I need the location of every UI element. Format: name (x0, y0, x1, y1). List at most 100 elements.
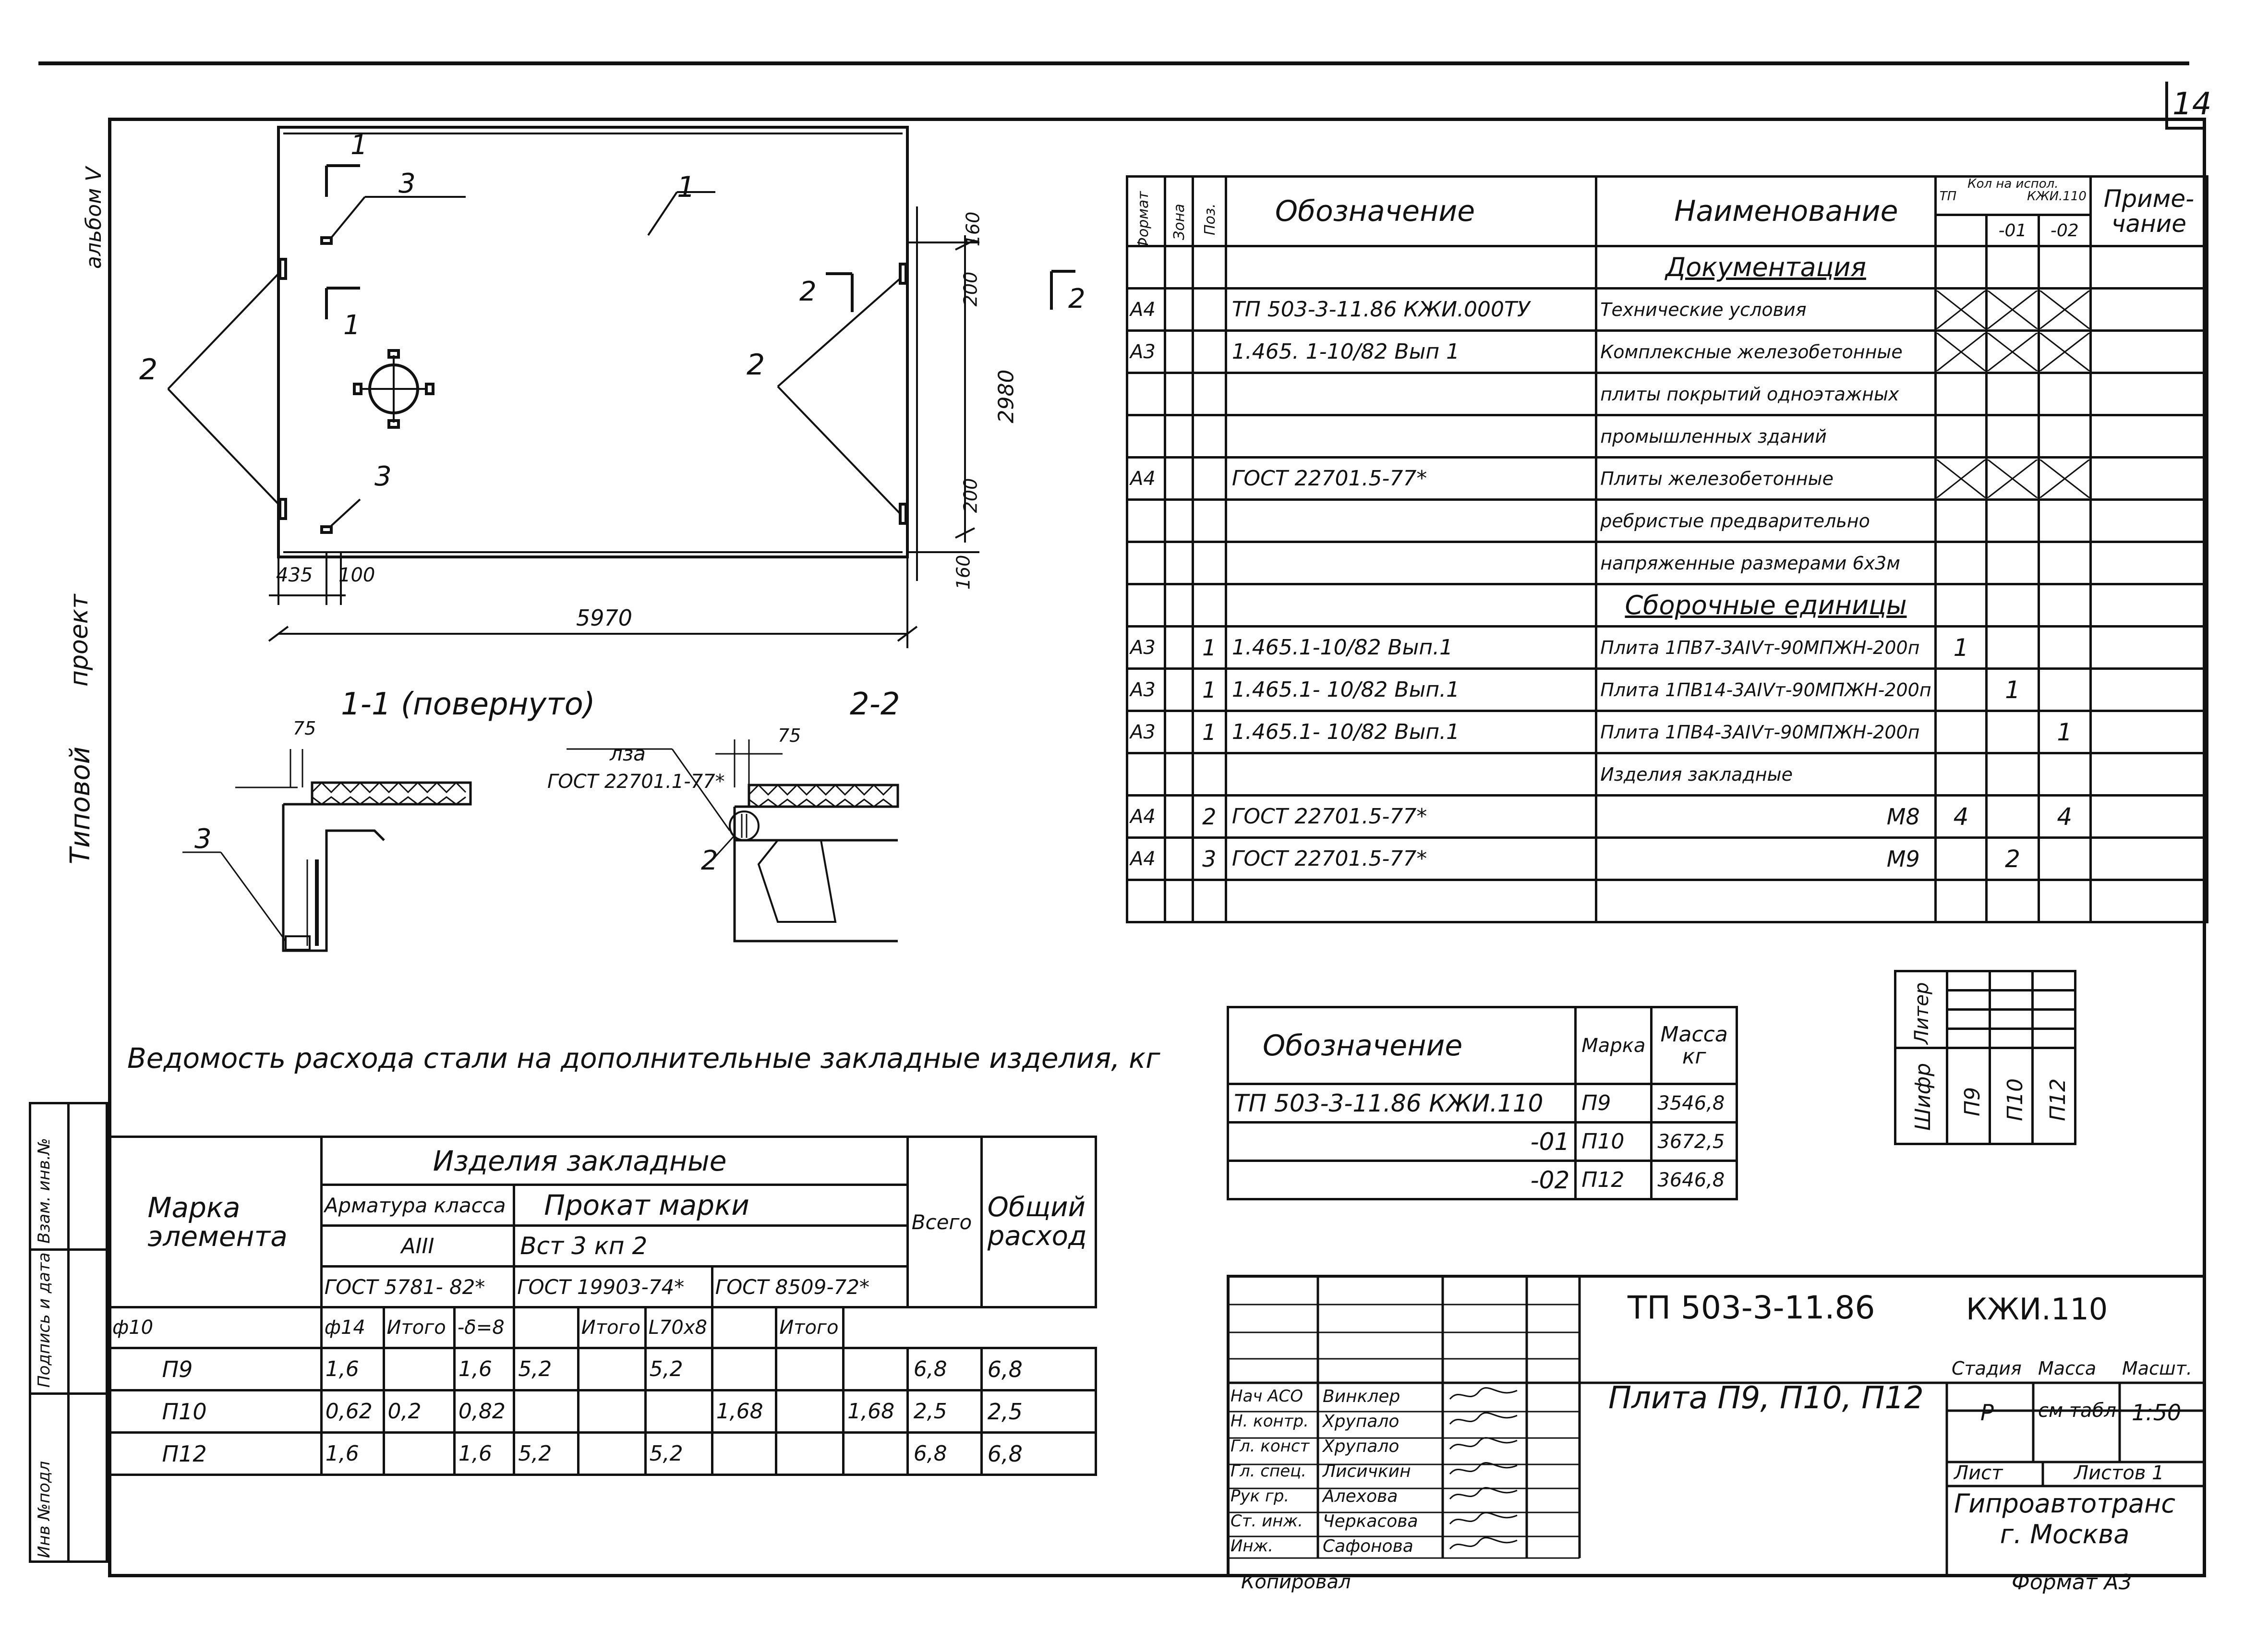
sheet-number: 14 (2172, 86, 2212, 122)
dim-200-top: 200 (960, 271, 981, 307)
section-22-title: 2-2 (850, 687, 900, 722)
spec-designation (1224, 372, 1598, 416)
spec-note (2089, 456, 2209, 501)
steel-value (775, 1347, 845, 1391)
title-person-name: Хрупало (1323, 1437, 1399, 1456)
callout-3-top: 3 (398, 168, 416, 199)
steel-value: 5,2 (513, 1431, 579, 1476)
spec-designation: 1.465.1- 10/82 Вып.1 (1224, 710, 1598, 754)
hdr-pos: Поз. (1191, 175, 1227, 247)
spec-note (2089, 245, 2209, 290)
steel-total: 2,5 (906, 1389, 983, 1434)
spec-zone (1164, 836, 1194, 881)
dim-75-b: 75 (778, 725, 801, 746)
mass-mark: П9 (1574, 1083, 1653, 1124)
section-mark-2-left: 2 (799, 276, 817, 307)
spec-name: Плиты железобетонные (1595, 456, 1937, 501)
steel-value: 0,82 (453, 1389, 516, 1434)
shifr-p12: П12 (2031, 1047, 2076, 1145)
title-person-role: Гл. конст (1231, 1437, 1310, 1456)
spec-qty2-cross (2037, 287, 2092, 332)
signature (1449, 1487, 1518, 1499)
title-person-role: Рук гр. (1231, 1487, 1290, 1506)
spec-note (2089, 752, 2209, 797)
section-mark-2-right: 2 (1068, 283, 1086, 314)
steel-hdr-rolled: Прокат марки (513, 1184, 909, 1227)
spec-designation: 1.465.1- 10/82 Вып.1 (1224, 667, 1598, 712)
side-stamp (29, 1102, 108, 1563)
spec-format (1125, 414, 1167, 459)
spec-row: А4 ГОСТ 22701.5-77*Плиты железобетонные (1125, 456, 2209, 501)
spec-pos (1191, 287, 1227, 332)
spec-qty2-cross (2037, 329, 2092, 374)
spec-name: Сборочные единицы (1595, 583, 1937, 628)
spec-qty-02 (2037, 667, 2092, 712)
spec-designation: ГОСТ 22701.5-77* (1224, 456, 1598, 501)
title-person-name: Сафонова (1323, 1536, 1413, 1556)
dim-160-top: 160 (962, 211, 984, 247)
spec-qty (1934, 710, 1988, 754)
steel-value (382, 1431, 456, 1476)
sheets-header: Листов 1 (2074, 1462, 2164, 1484)
dim-2980: 2980 (994, 369, 1019, 423)
spec-format (1125, 498, 1167, 543)
spec-qty-01 (1985, 498, 2040, 543)
spec-note (2089, 794, 2209, 839)
stage-header: Стадия (1952, 1358, 2022, 1379)
liter-label: Литер (1894, 970, 1949, 1049)
steel-value (577, 1389, 647, 1434)
spec-pos: 1 (1191, 667, 1227, 712)
spec-name: ребристые предварительно (1595, 498, 1937, 543)
spec-qty-02 (2037, 625, 2092, 670)
spec-pos: 1 (1191, 710, 1227, 754)
spec-qty (1934, 541, 1988, 585)
spec-format: А4 (1125, 456, 1167, 501)
spec-qty (1934, 836, 1988, 881)
dim-75-a: 75 (293, 718, 316, 739)
spec-qty1-cross (1985, 329, 2040, 374)
format-label: Формат А3 (2012, 1570, 2132, 1595)
steel-subheader: ф14 (320, 1306, 385, 1349)
side-stamp-inv: Инв №подл (35, 1461, 54, 1558)
spec-zone (1164, 710, 1194, 754)
steel-mark: П10 (109, 1389, 323, 1434)
spec-name: напряженные размерами 6х3м (1595, 541, 1937, 585)
spec-designation (1224, 245, 1598, 290)
steel-value (382, 1347, 456, 1391)
spec-format (1125, 245, 1167, 290)
shifr-table: Литер Шифр П9 П10 П12 (1894, 970, 2076, 1145)
title-person-name: Хрупало (1323, 1412, 1399, 1431)
spec-row (1125, 879, 2209, 923)
spec-qty (1934, 498, 1988, 543)
spec-zone (1164, 541, 1194, 585)
steel-value: 5,2 (644, 1347, 713, 1391)
title-person-role: Инж. (1231, 1536, 1274, 1556)
steel-subheader: Итого (382, 1306, 456, 1349)
steel-hdr-rebar-gost: ГОСТ 5781- 82* (320, 1265, 516, 1308)
spec-qty-cross (1934, 456, 1988, 501)
spec-note (2089, 498, 2209, 543)
spec-qty-01 (1985, 541, 2040, 585)
spec-qty (1934, 879, 1988, 923)
steel-total: 6,8 (906, 1347, 983, 1391)
dim-5970: 5970 (576, 605, 633, 631)
spec-designation: 1.465.1-10/82 Вып.1 (1224, 625, 1598, 670)
section-mark-1-top: 1 (350, 130, 368, 161)
mass-hdr-mark: Марка (1574, 1006, 1653, 1085)
title-person-role: Гл. спец. (1231, 1462, 1307, 1481)
spec-qty-02 (2037, 879, 2092, 923)
spec-name: Комплексные железобетонные (1595, 329, 1937, 374)
spec-qty-01 (1985, 752, 2040, 797)
side-stamp-sign: Подпись и дата (35, 1252, 54, 1388)
hdr-name: Наименование (1595, 175, 1937, 247)
scale-value: 1:50 (2132, 1400, 2182, 1426)
spec-designation (1224, 583, 1598, 628)
steel-value: 0,2 (382, 1389, 456, 1434)
spec-note (2089, 710, 2209, 754)
steel-subheader (711, 1306, 778, 1349)
